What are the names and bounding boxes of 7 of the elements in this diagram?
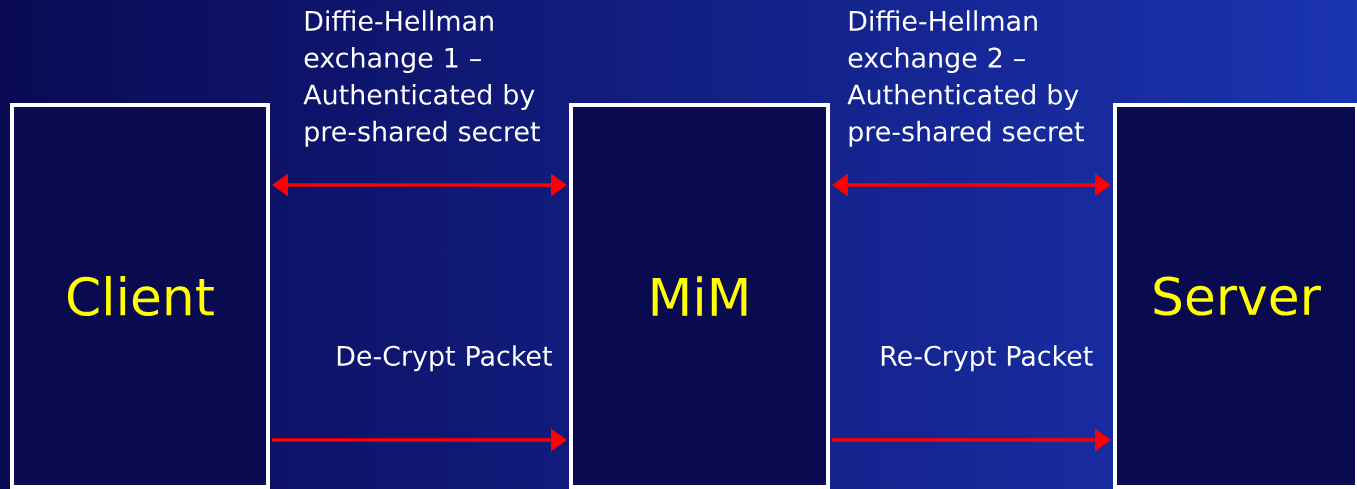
edge-label: Diffie-Hellman exchange 2 – Authenticated by pre-shared secret bbox=[847, 10, 1084, 147]
entity-box: Client bbox=[10, 103, 270, 489]
edge-label: Re-Crypt Packet bbox=[881, 345, 1093, 372]
edge-label: De-Crypt Packet bbox=[337, 345, 552, 372]
entity-box: Server bbox=[1113, 103, 1357, 489]
edge-label: Diffie-Hellman exchange 1 – Authenticated by pre-shared secret bbox=[303, 10, 540, 147]
entity-box: MiM bbox=[569, 103, 830, 489]
